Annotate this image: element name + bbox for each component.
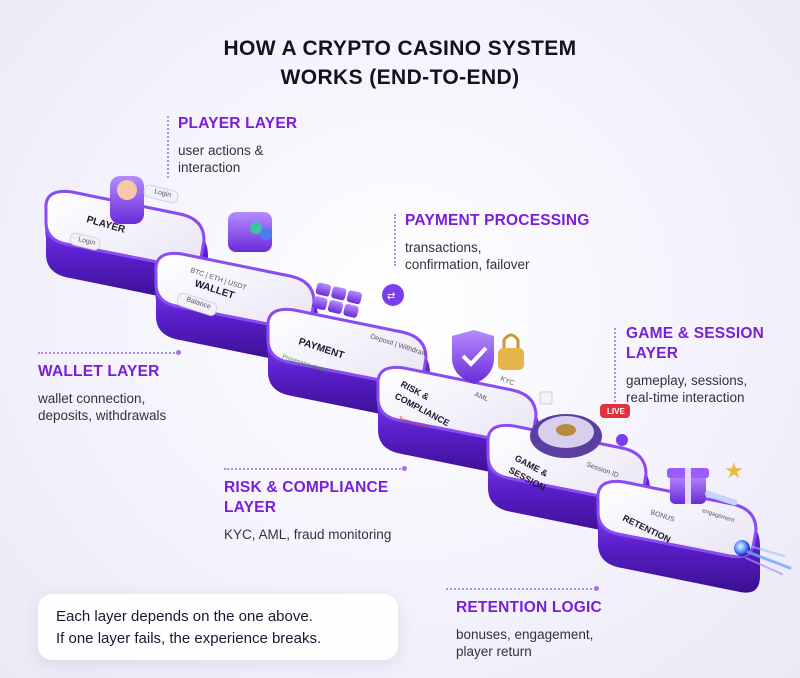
player-avatar-head [117,180,137,200]
page-title: HOW A CRYPTO CASINO SYSTEM WORKS (END-TO… [0,34,800,92]
chip-token-icon [616,434,628,446]
callout-description: gameplay, sessions, real-time interactio… [626,373,748,405]
roulette-center [556,424,576,436]
leader-dot [176,350,181,355]
payment-grid-icon [312,282,362,318]
padlock-icon [498,348,524,370]
check-mark [461,346,488,367]
shield-check-icon [452,330,494,384]
login-chip [143,184,179,204]
padlock-shackle [502,333,520,348]
dice-icon [539,391,553,405]
module-game-session: LIVE GAME & SESSION Session ID [486,404,650,537]
engagement-bar [704,490,738,506]
gift-ribbon [685,468,691,504]
callout-heading: PAYMENT PROCESSING [405,212,590,229]
callout-heading: WALLET LAYER [38,363,160,380]
callout-heading: GAME & SESSION LAYER [626,325,765,362]
dependency-note: Each layer depends on the one above. If … [38,594,398,660]
login-chip-label: Login [154,188,172,199]
callout-description: transactions, confirmation, failover [405,240,530,272]
coin-icon [260,228,272,240]
callout-wallet-layer: WALLET LAYER wallet connection, deposits… [38,362,166,424]
leader-dot [402,466,407,471]
login-chip-label: Login [78,236,96,247]
callout-description: bonuses, engagement, player return [456,627,594,659]
callout-description: user actions & interaction [178,143,264,175]
leader-line-wallet [38,352,178,354]
star-icon: ★ [724,458,744,483]
callout-payment-processing: PAYMENT PROCESSING transactions, confirm… [405,211,589,273]
callout-description: KYC, AML, fraud monitoring [224,527,392,542]
kyc-chip-label: KYC [499,375,515,387]
callout-risk-compliance: RISK & COMPLIANCE LAYER KYC, AML, fraud … [224,478,391,543]
title-line-2: WORKS (END-TO-END) [280,66,520,89]
leader-line-game [614,328,616,406]
callout-player-layer: PLAYER LAYER user actions & interaction [178,114,297,176]
leader-line-risk [224,468,404,470]
note-line-1: Each layer depends on the one above. [56,608,313,625]
callout-heading: RETENTION LOGIC [456,599,602,616]
login-chip [69,232,101,251]
title-line-1: HOW A CRYPTO CASINO SYSTEM [223,37,577,60]
exchange-icon [382,284,404,306]
callout-description: wallet connection, deposits, withdrawals [38,391,167,423]
module-wallet: BTC | ETH | USDT WALLET Balance [154,212,318,365]
connector-node [734,540,750,556]
module-risk-compliance: RISK & COMPLIANCE KYC AML Transaction [376,330,553,479]
live-badge-label: LIVE [607,407,625,416]
leader-dot [594,586,599,591]
leader-line-payment [394,214,396,266]
leader-line-player [167,116,169,178]
callout-heading: PLAYER LAYER [178,115,298,132]
note-line-2: If one layer fails, the experience break… [56,630,322,647]
exchange-arrows: ⇄ [387,291,395,302]
callout-retention-logic: RETENTION LOGIC bonuses, engagement, pla… [456,598,602,660]
aml-chip-label: AML [473,391,489,403]
leader-line-retention [446,588,596,590]
module-retention: ★ RETENTION BONUS engagement [596,458,760,593]
data-stream [745,545,792,575]
callout-heading: RISK & COMPLIANCE LAYER [224,479,389,516]
callout-game-session: GAME & SESSION LAYER gameplay, sessions,… [626,324,764,406]
coin-icon [250,222,262,234]
balance-chip [176,292,218,316]
wallet-icon [228,212,272,252]
live-badge [600,404,630,418]
